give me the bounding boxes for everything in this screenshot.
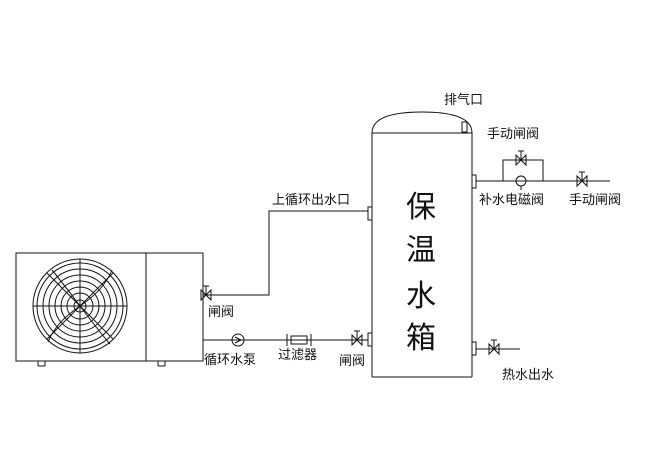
heat-pump-casing <box>15 252 204 362</box>
tank-title-char-3: 水 <box>406 279 436 314</box>
makeup-solenoid-valve-icon <box>515 175 527 190</box>
lower-inlet-nozzle <box>367 332 373 347</box>
hot-water-outlet-label: 热水出水 <box>502 368 555 383</box>
piping <box>203 159 610 350</box>
makeup-solenoid-valve-label: 补水电磁阀 <box>479 193 545 208</box>
fan-icon <box>32 258 128 354</box>
tank-title-char-4: 箱 <box>406 321 436 356</box>
valves <box>200 150 588 356</box>
manual-gate-valve-right-icon <box>576 171 588 188</box>
upper-circulation-outlet-label: 上循环出水口 <box>272 193 351 208</box>
gate-valve-lower-icon <box>351 330 363 347</box>
hot-outlet-nozzle <box>471 341 477 356</box>
exhaust-port-stub <box>461 121 468 133</box>
manual-gate-valve-top-label: 手动闸阀 <box>487 127 540 142</box>
upper-circulation-pipe <box>203 210 368 296</box>
gate-valve-upper-label: 闸阀 <box>208 305 235 320</box>
circulation-pump-icon <box>231 333 245 347</box>
exhaust-port-label: 排气口 <box>444 93 484 108</box>
storage-tank <box>367 111 477 378</box>
filter-icon <box>286 334 312 346</box>
gate-valve-upper-icon <box>200 285 212 302</box>
bypass-pipe <box>502 159 544 181</box>
tank-title-char-2: 温 <box>406 233 436 268</box>
manual-gate-valve-bypass-icon <box>515 150 527 167</box>
filter-label: 过滤器 <box>278 348 318 363</box>
gate-valve-lower-label: 闸阀 <box>339 354 366 369</box>
upper-outlet-nozzle <box>367 206 373 221</box>
hot-water-valve-icon <box>488 339 500 356</box>
circulation-pump-label: 循环水泵 <box>204 353 257 368</box>
heat-pump-unit <box>15 252 204 367</box>
makeup-nozzle <box>471 174 477 189</box>
tank-title-char-1: 保 <box>406 190 436 225</box>
manual-gate-valve-right-label: 手动闸阀 <box>569 193 622 208</box>
